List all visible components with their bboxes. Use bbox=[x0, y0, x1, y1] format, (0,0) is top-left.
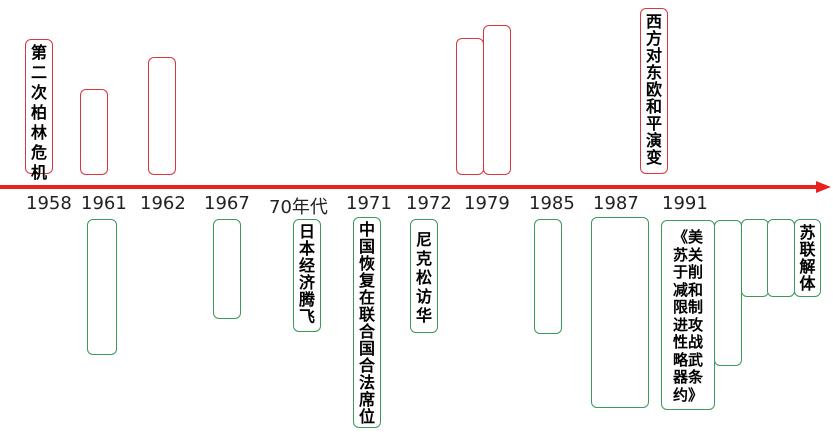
event-text-china-un-seat: 中 国 恢 复 在 联 合 国 合 法 席 位 bbox=[358, 220, 375, 426]
year-label-1972: 1972 bbox=[406, 193, 452, 214]
event-text-soviet-dissolution: 苏 联 解 体 bbox=[799, 223, 816, 293]
event-text-nixon-visit: 尼 克 松 访 华 bbox=[415, 230, 432, 325]
event-box-japan-rise: 日 本 经 济 腾 飞 bbox=[293, 219, 321, 332]
event-box-empty bbox=[767, 219, 795, 297]
year-label-1958: 1958 bbox=[26, 193, 72, 214]
event-box-empty bbox=[148, 57, 176, 175]
event-box-empty bbox=[87, 219, 117, 355]
event-box-empty bbox=[741, 219, 769, 297]
year-label-1971: 1971 bbox=[346, 193, 392, 214]
event-box-nixon-visit: 尼 克 松 访 华 bbox=[410, 219, 438, 333]
year-label-1962: 1962 bbox=[140, 193, 186, 214]
year-label-1961: 1961 bbox=[81, 193, 127, 214]
event-text-berlin-crisis: 第 二 次 柏 林 危 机 bbox=[30, 43, 47, 182]
event-text-peaceful-evolution: 西 方 对 东 欧 和 平 演 变 bbox=[645, 12, 662, 167]
event-box-empty bbox=[213, 219, 241, 319]
event-box-berlin-crisis: 第 二 次 柏 林 危 机 bbox=[25, 39, 53, 182]
year-label-70s: 70年代 bbox=[269, 197, 328, 218]
year-label-1967: 1967 bbox=[204, 193, 250, 214]
event-box-empty bbox=[483, 25, 511, 175]
event-text-arms-treaty: 《美 苏关 于削 减和 限制 进攻 性战 略武 器条 约》 bbox=[672, 228, 703, 404]
event-box-peaceful-evolution: 西 方 对 东 欧 和 平 演 变 bbox=[640, 8, 668, 174]
event-text-japan-rise: 日 本 经 济 腾 飞 bbox=[298, 222, 315, 326]
event-box-empty bbox=[714, 220, 742, 366]
event-box-empty bbox=[534, 219, 562, 334]
year-label-1985: 1985 bbox=[529, 193, 575, 214]
event-box-empty bbox=[456, 38, 484, 175]
timeline-arrow bbox=[0, 181, 831, 193]
year-label-1987: 1987 bbox=[593, 193, 639, 214]
event-box-soviet-dissolution: 苏 联 解 体 bbox=[794, 219, 821, 297]
event-box-empty bbox=[591, 217, 649, 408]
year-label-1979: 1979 bbox=[464, 193, 510, 214]
event-box-arms-treaty: 《美 苏关 于削 减和 限制 进攻 性战 略武 器条 约》 bbox=[661, 220, 715, 410]
year-label-1991: 1991 bbox=[662, 193, 708, 214]
event-box-china-un-seat: 中 国 恢 复 在 联 合 国 合 法 席 位 bbox=[353, 217, 381, 428]
event-box-empty bbox=[80, 89, 108, 175]
